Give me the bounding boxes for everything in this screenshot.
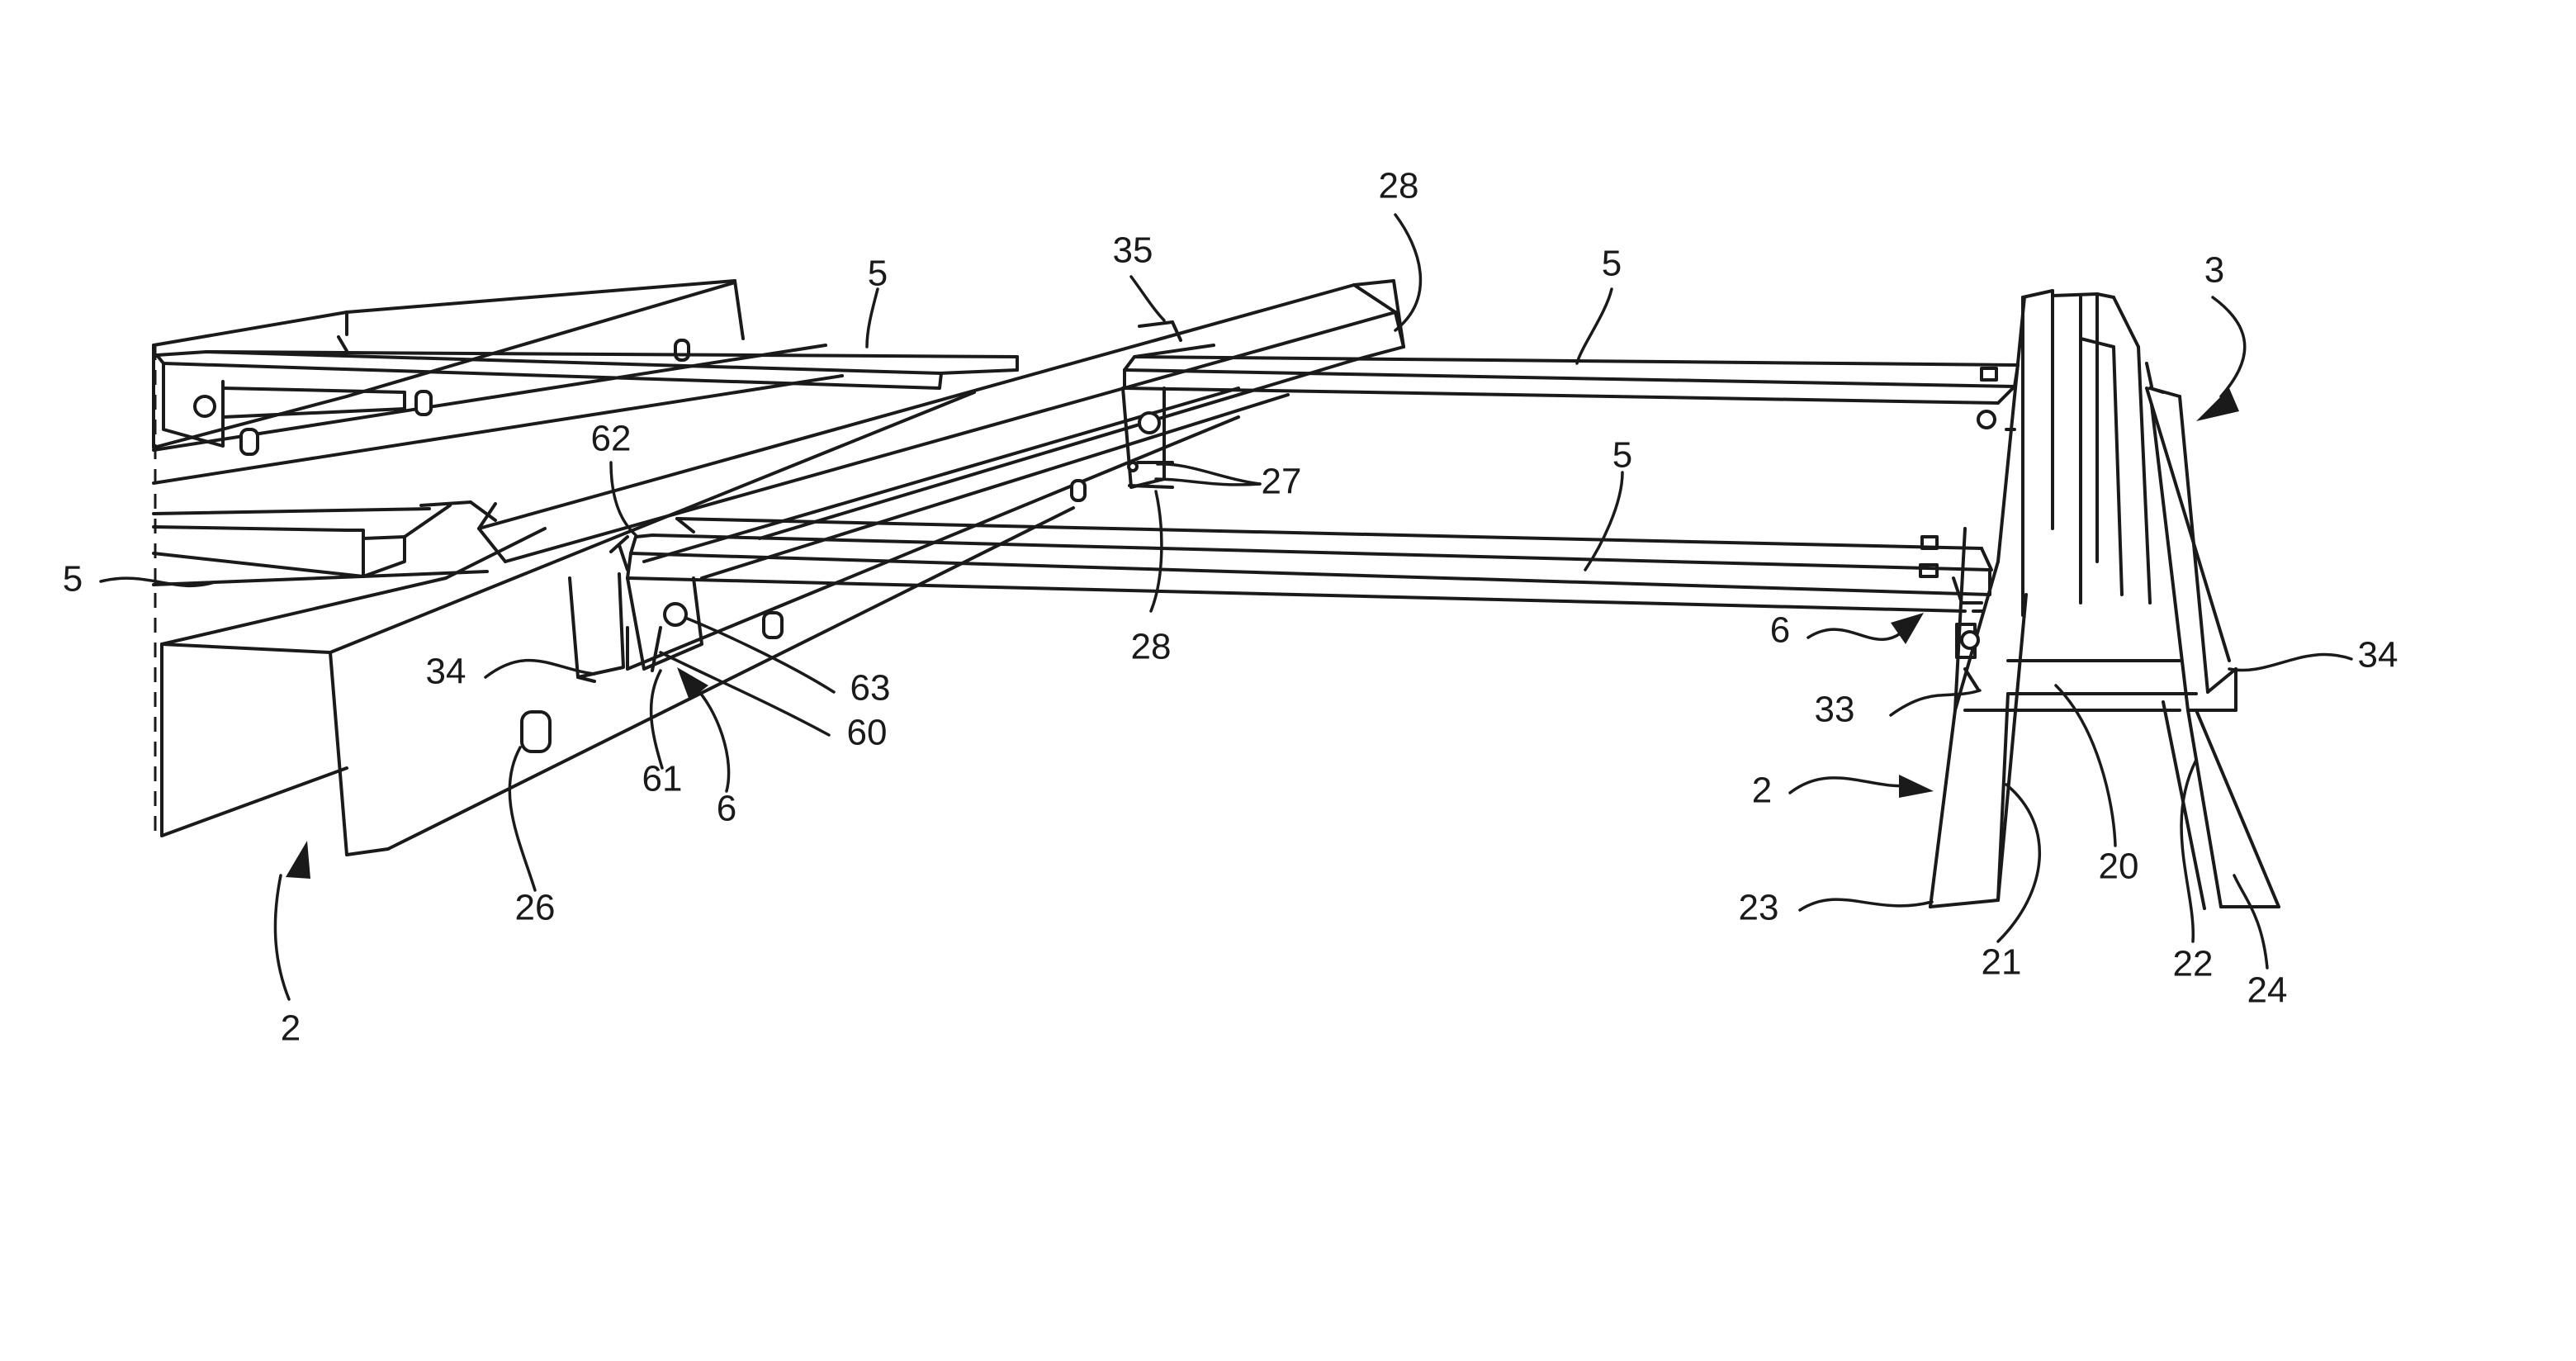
label-5-upper-left: 5 [868, 254, 888, 294]
pin-63 [665, 604, 686, 625]
slot-hole [1072, 481, 1085, 500]
reference-labels: 28 35 5 5 3 62 27 5 5 28 6 34 34 63 33 6… [63, 166, 2398, 1049]
right-base-assembly [1930, 291, 2279, 908]
label-5-middle: 5 [1612, 435, 1632, 476]
slot-hole [675, 340, 689, 360]
label-28-top: 28 [1379, 166, 1419, 206]
label-35: 35 [1113, 230, 1153, 271]
rail-upper-left [157, 337, 1017, 454]
label-2-left: 2 [281, 1008, 301, 1049]
label-61: 61 [642, 759, 683, 799]
label-2-right: 2 [1752, 771, 1772, 811]
oval-hole-26 [522, 712, 550, 752]
label-5-left: 5 [63, 559, 83, 600]
label-5-upper-right: 5 [1602, 244, 1622, 284]
label-22: 22 [2173, 944, 2214, 984]
label-24: 24 [2247, 970, 2288, 1011]
label-6-right: 6 [1770, 610, 1790, 651]
slot-hole [764, 613, 782, 638]
label-34-right: 34 [2358, 635, 2398, 676]
label-33: 33 [1815, 690, 1855, 730]
label-3: 3 [2204, 250, 2224, 291]
label-21: 21 [1982, 942, 2022, 983]
label-20: 20 [2099, 846, 2139, 887]
rail-upper-right [1125, 345, 2018, 428]
central-beam [479, 281, 1404, 638]
rail-left [154, 502, 495, 585]
label-63: 63 [850, 668, 891, 709]
label-28-lower: 28 [1131, 627, 1172, 667]
label-34-left: 34 [426, 652, 466, 692]
label-62: 62 [591, 419, 632, 459]
label-26: 26 [515, 888, 556, 928]
label-23: 23 [1739, 888, 1779, 928]
label-27: 27 [1262, 462, 1302, 502]
rail-middle [627, 519, 1991, 611]
label-6-left: 6 [717, 789, 736, 829]
label-60: 60 [847, 713, 888, 753]
bracket-left [570, 537, 702, 681]
